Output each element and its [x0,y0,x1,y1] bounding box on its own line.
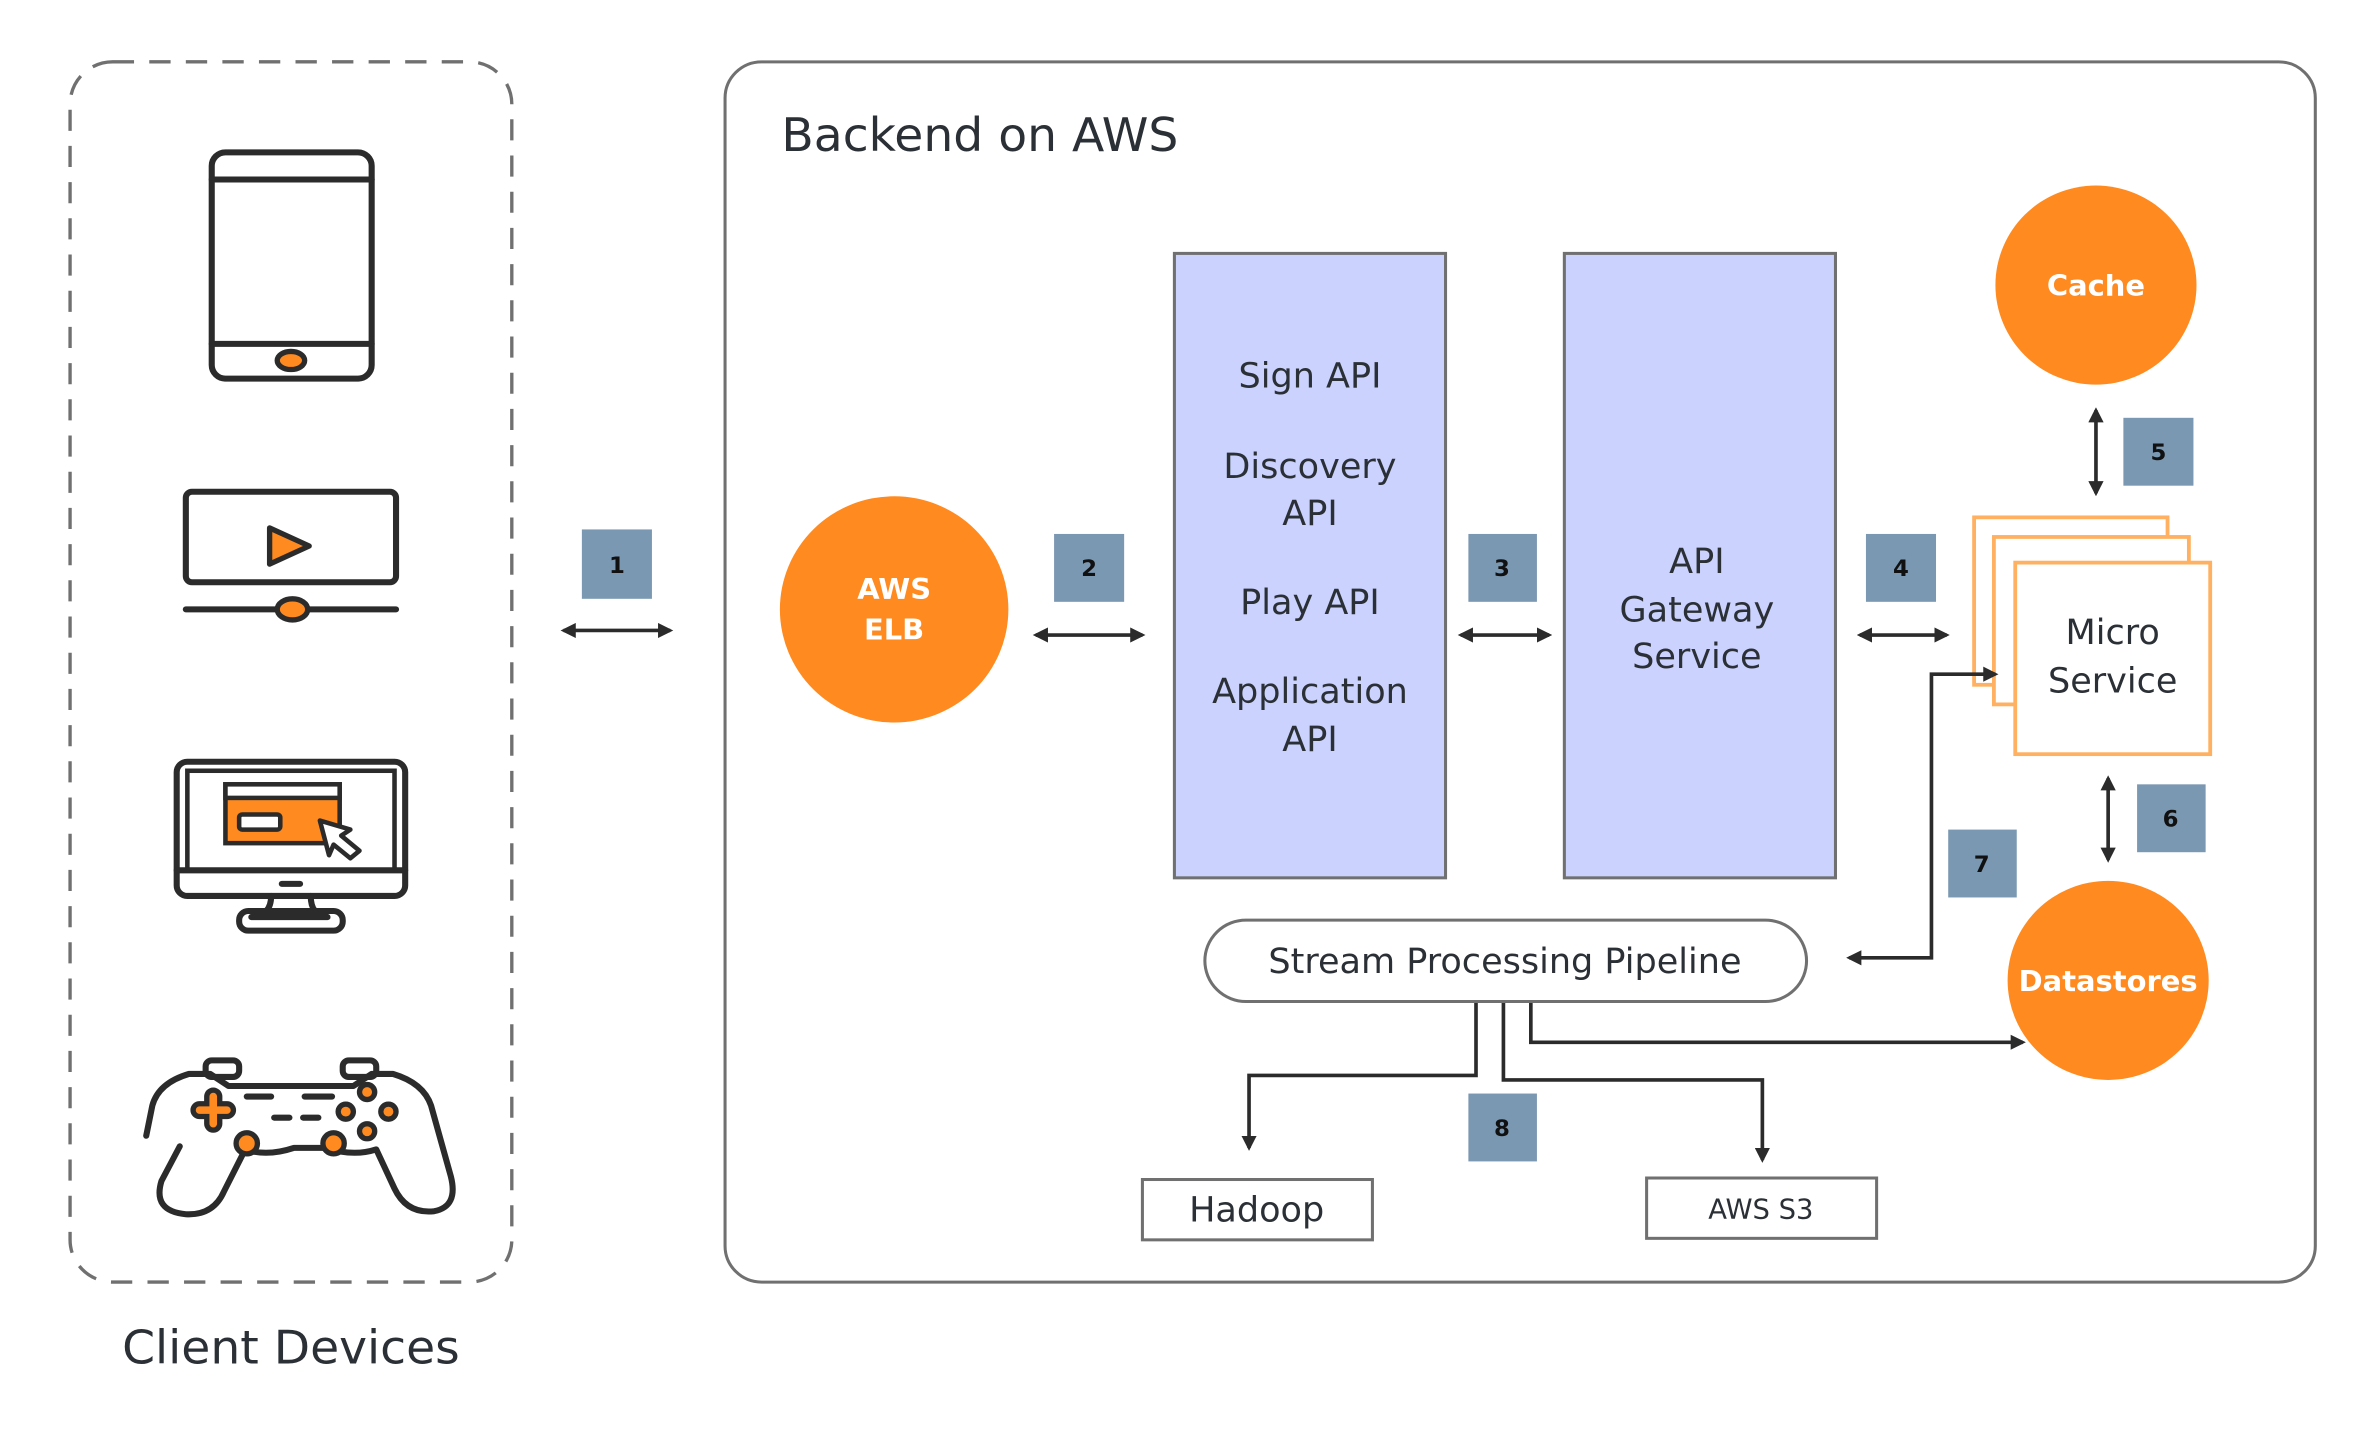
aws-s3-node[interactable]: AWS S3 [1645,1176,1879,1240]
client-devices-group: Client Devices [68,60,514,1376]
gateway-line3: Service [1632,637,1761,677]
step-number-3: 3 [1494,556,1510,582]
microservice-card-front [2013,560,2213,757]
api-item-discovery: Discovery [1223,447,1396,487]
stream-pipeline-node[interactable]: Stream Processing Pipeline [1203,918,1809,1004]
api-gateway-node[interactable]: API Gateway Service [1562,251,1838,880]
step-badge-4 [1865,533,1937,602]
api-item-sign: Sign API [1238,357,1381,397]
gateway-line1: API [1669,542,1724,582]
pipeline-label: Stream Processing Pipeline [1268,942,1741,982]
api-item-application: Application [1212,672,1408,712]
backend-frame [723,60,2317,1284]
step-badge-8 [1468,1093,1537,1162]
client-devices-frame [68,60,514,1284]
hadoop-label: Hadoop [1189,1191,1324,1231]
gateway-line2: Gateway [1619,591,1774,631]
step-number-1: 1 [609,553,625,579]
step-badge-1 [581,529,652,599]
step-badge-3 [1468,533,1537,602]
backend-group: Backend on AWS AWS ELB 2 Sign API Discov… [723,60,2317,1284]
elb-label-line2: ELB [864,613,924,647]
step-1: 1 [560,529,674,639]
hadoop-node[interactable]: Hadoop [1140,1178,1374,1242]
cache-node[interactable]: Cache [1995,185,2197,385]
datastores-label: Datastores [2019,964,2198,998]
tablet-icon [208,149,375,382]
step-badge-6 [2137,784,2206,853]
cache-label: Cache [2047,269,2145,303]
microservice-line1: Micro [2066,613,2160,653]
microservice-node[interactable]: Micro Service [1972,515,2213,757]
api-item-discovery-line2: API [1282,494,1337,534]
datastores-node[interactable]: Datastores [2007,880,2209,1080]
video-player-icon [182,488,400,623]
aws-elb-node[interactable]: AWS ELB [779,496,1009,723]
api-list-node[interactable]: Sign API Discovery API Play API Applicat… [1172,251,1448,880]
arrow-pipeline-datastores [1529,1003,2026,1050]
step-badge-2 [1054,533,1125,602]
elb-label-line1: AWS [857,572,931,606]
client-devices-label: Client Devices [122,1321,460,1376]
backend-title: Backend on AWS [781,108,1178,163]
arrow-pipeline-to-microservice [1929,666,1999,815]
api-item-play: Play API [1240,583,1380,623]
gamepad-icon [143,1057,456,1218]
arrow-microservice-to-pipeline [1846,814,1934,966]
step-badge-7 [1948,829,2017,898]
step-badge-5 [2123,417,2194,486]
step-number-7: 7 [1974,852,1990,878]
step-number-4: 4 [1893,556,1909,582]
step-number-2: 2 [1081,556,1097,582]
step-number-8: 8 [1494,1116,1510,1142]
arrow-pipeline-s3 [1501,1003,1770,1163]
arrow-pipeline-hadoop [1241,1003,1478,1151]
microservice-line2: Service [2048,661,2177,701]
s3-label: AWS S3 [1708,1195,1813,1226]
step-number-6: 6 [2163,807,2179,833]
api-item-application-line2: API [1282,720,1337,760]
desktop-monitor-icon [173,758,409,934]
step-number-5: 5 [2150,440,2166,466]
